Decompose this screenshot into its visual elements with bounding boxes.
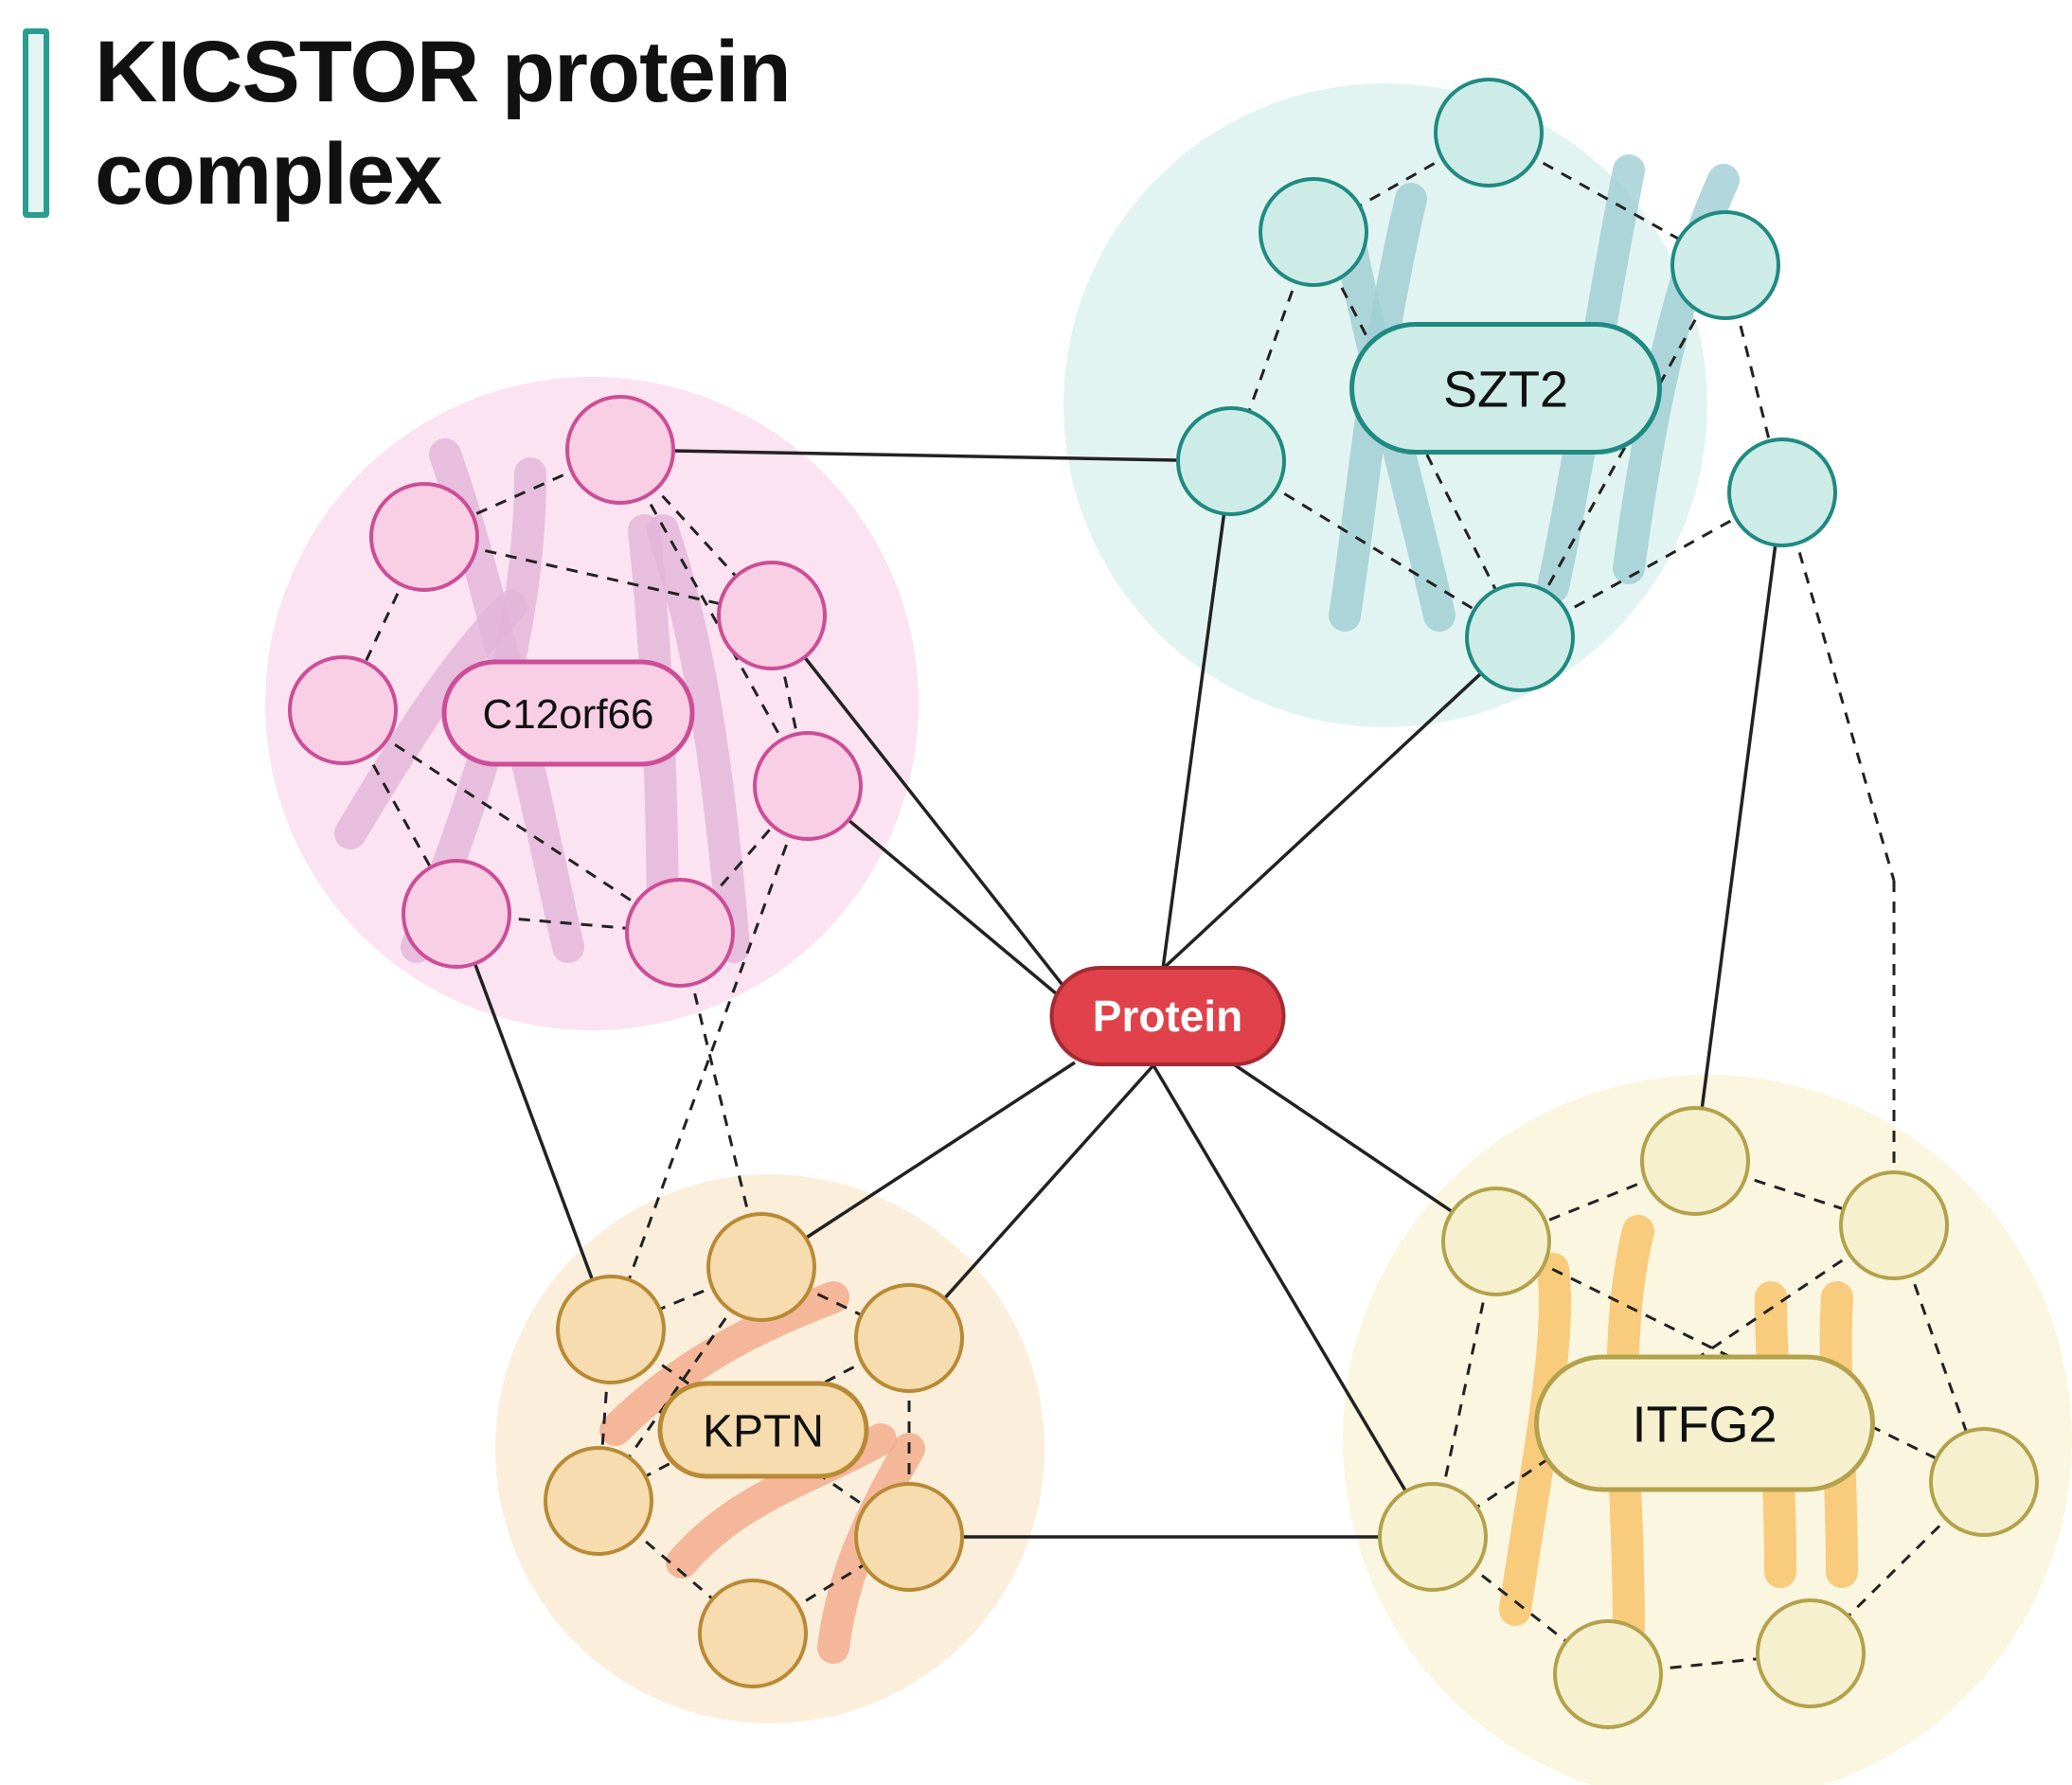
- interaction-edge-1: [770, 614, 1081, 1009]
- kptn-node-1: [556, 1275, 666, 1384]
- diagram-title: KICSTOR protein complex: [95, 21, 792, 225]
- kptn-node-5: [698, 1579, 808, 1688]
- protein-node-pill: [1049, 966, 1286, 1066]
- szt2-node-4: [1727, 437, 1837, 547]
- c12orf66-label-text: C12orf66: [482, 691, 653, 738]
- szt2-label-pill: [1349, 322, 1662, 455]
- kptn-chromosome-0: [599, 1281, 849, 1446]
- szt2-dashed-edge-6: [1312, 231, 1522, 638]
- c12orf66-node-6: [625, 878, 735, 988]
- itfg2-dashed-edge-5: [1432, 1535, 1609, 1676]
- itfg2-node-2: [1839, 1170, 1949, 1280]
- itfg2-node-1: [1441, 1187, 1551, 1296]
- c12orf66-node-0: [565, 395, 675, 505]
- interaction-edge-3: [1161, 460, 1233, 970]
- cross-dashed-edge-2: [1780, 491, 1896, 882]
- title-line-1: KICSTOR protein: [95, 24, 792, 120]
- szt2-node-1: [1259, 177, 1368, 287]
- itfg2-label-pill: [1534, 1354, 1875, 1492]
- c12orf66-dashed-edge-3: [423, 535, 773, 617]
- kptn-label-text: KPTN: [703, 1406, 824, 1456]
- szt2-node-5: [1465, 582, 1575, 692]
- interaction-edge-0: [619, 448, 1232, 463]
- interaction-edge-10: [1693, 491, 1784, 1162]
- protein-interaction-edges: [455, 448, 1784, 1539]
- itfg2-dashed-edge-0: [1495, 1159, 1696, 1243]
- interaction-edge-7: [907, 1063, 1155, 1340]
- c12orf66-dashed-edge-1: [618, 448, 774, 617]
- interaction-edge-4: [1161, 635, 1522, 971]
- title-accent-bar: [23, 28, 49, 218]
- szt2-node-2: [1670, 210, 1780, 320]
- kptn-node-0: [706, 1212, 816, 1322]
- title-line-2: complex: [95, 126, 442, 223]
- szt2-node-3: [1176, 406, 1286, 516]
- c12orf66-node-5: [402, 859, 511, 969]
- kptn-label-pill: [657, 1381, 869, 1479]
- center-protein: Protein: [1049, 966, 1286, 1066]
- itfg2-node-6: [1756, 1598, 1866, 1708]
- c12orf66-dashed-edge-9: [342, 708, 681, 935]
- c12orf66-node-2: [717, 561, 827, 670]
- kptn-node-2: [854, 1283, 964, 1393]
- c12orf66-node-1: [369, 482, 479, 592]
- c12orf66-dashed-edge-4: [618, 449, 810, 787]
- itfg2-node-4: [1929, 1427, 2039, 1537]
- c12orf66-chromosome-2: [334, 590, 527, 849]
- itfg2-label-text: ITFG2: [1632, 1396, 1777, 1453]
- interaction-edge-8: [1152, 1064, 1435, 1538]
- c12orf66-node-3: [288, 655, 398, 765]
- cross-dashed-edge-0: [678, 932, 763, 1268]
- interaction-edge-5: [455, 913, 613, 1330]
- c12orf66-dashed-edge-0: [423, 448, 621, 539]
- interaction-edge-2: [806, 784, 1081, 1015]
- itfg2-node-0: [1640, 1106, 1750, 1216]
- kptn-node-3: [544, 1446, 653, 1556]
- cross-dashed-edge-1: [609, 785, 810, 1330]
- szt2-node-0: [1434, 78, 1544, 187]
- itfg2-node-3: [1378, 1482, 1488, 1592]
- interaction-edge-6: [760, 1061, 1076, 1269]
- c12orf66-label-pill: [441, 659, 695, 767]
- szt2-dashed-edge-7: [1518, 264, 1727, 638]
- protein-node-label: Protein: [1093, 991, 1242, 1041]
- szt2-label-text: SZT2: [1443, 361, 1568, 418]
- cluster-nodes: [288, 78, 2039, 1729]
- itfg2-node-5: [1553, 1619, 1663, 1729]
- c12orf66-dashed-edge-6: [455, 912, 681, 935]
- szt2-dashed-edge-4: [1230, 459, 1521, 639]
- kptn-node-4: [854, 1482, 964, 1592]
- c12orf66-node-4: [753, 731, 863, 841]
- kptn-dashed-edge-6: [610, 1328, 910, 1539]
